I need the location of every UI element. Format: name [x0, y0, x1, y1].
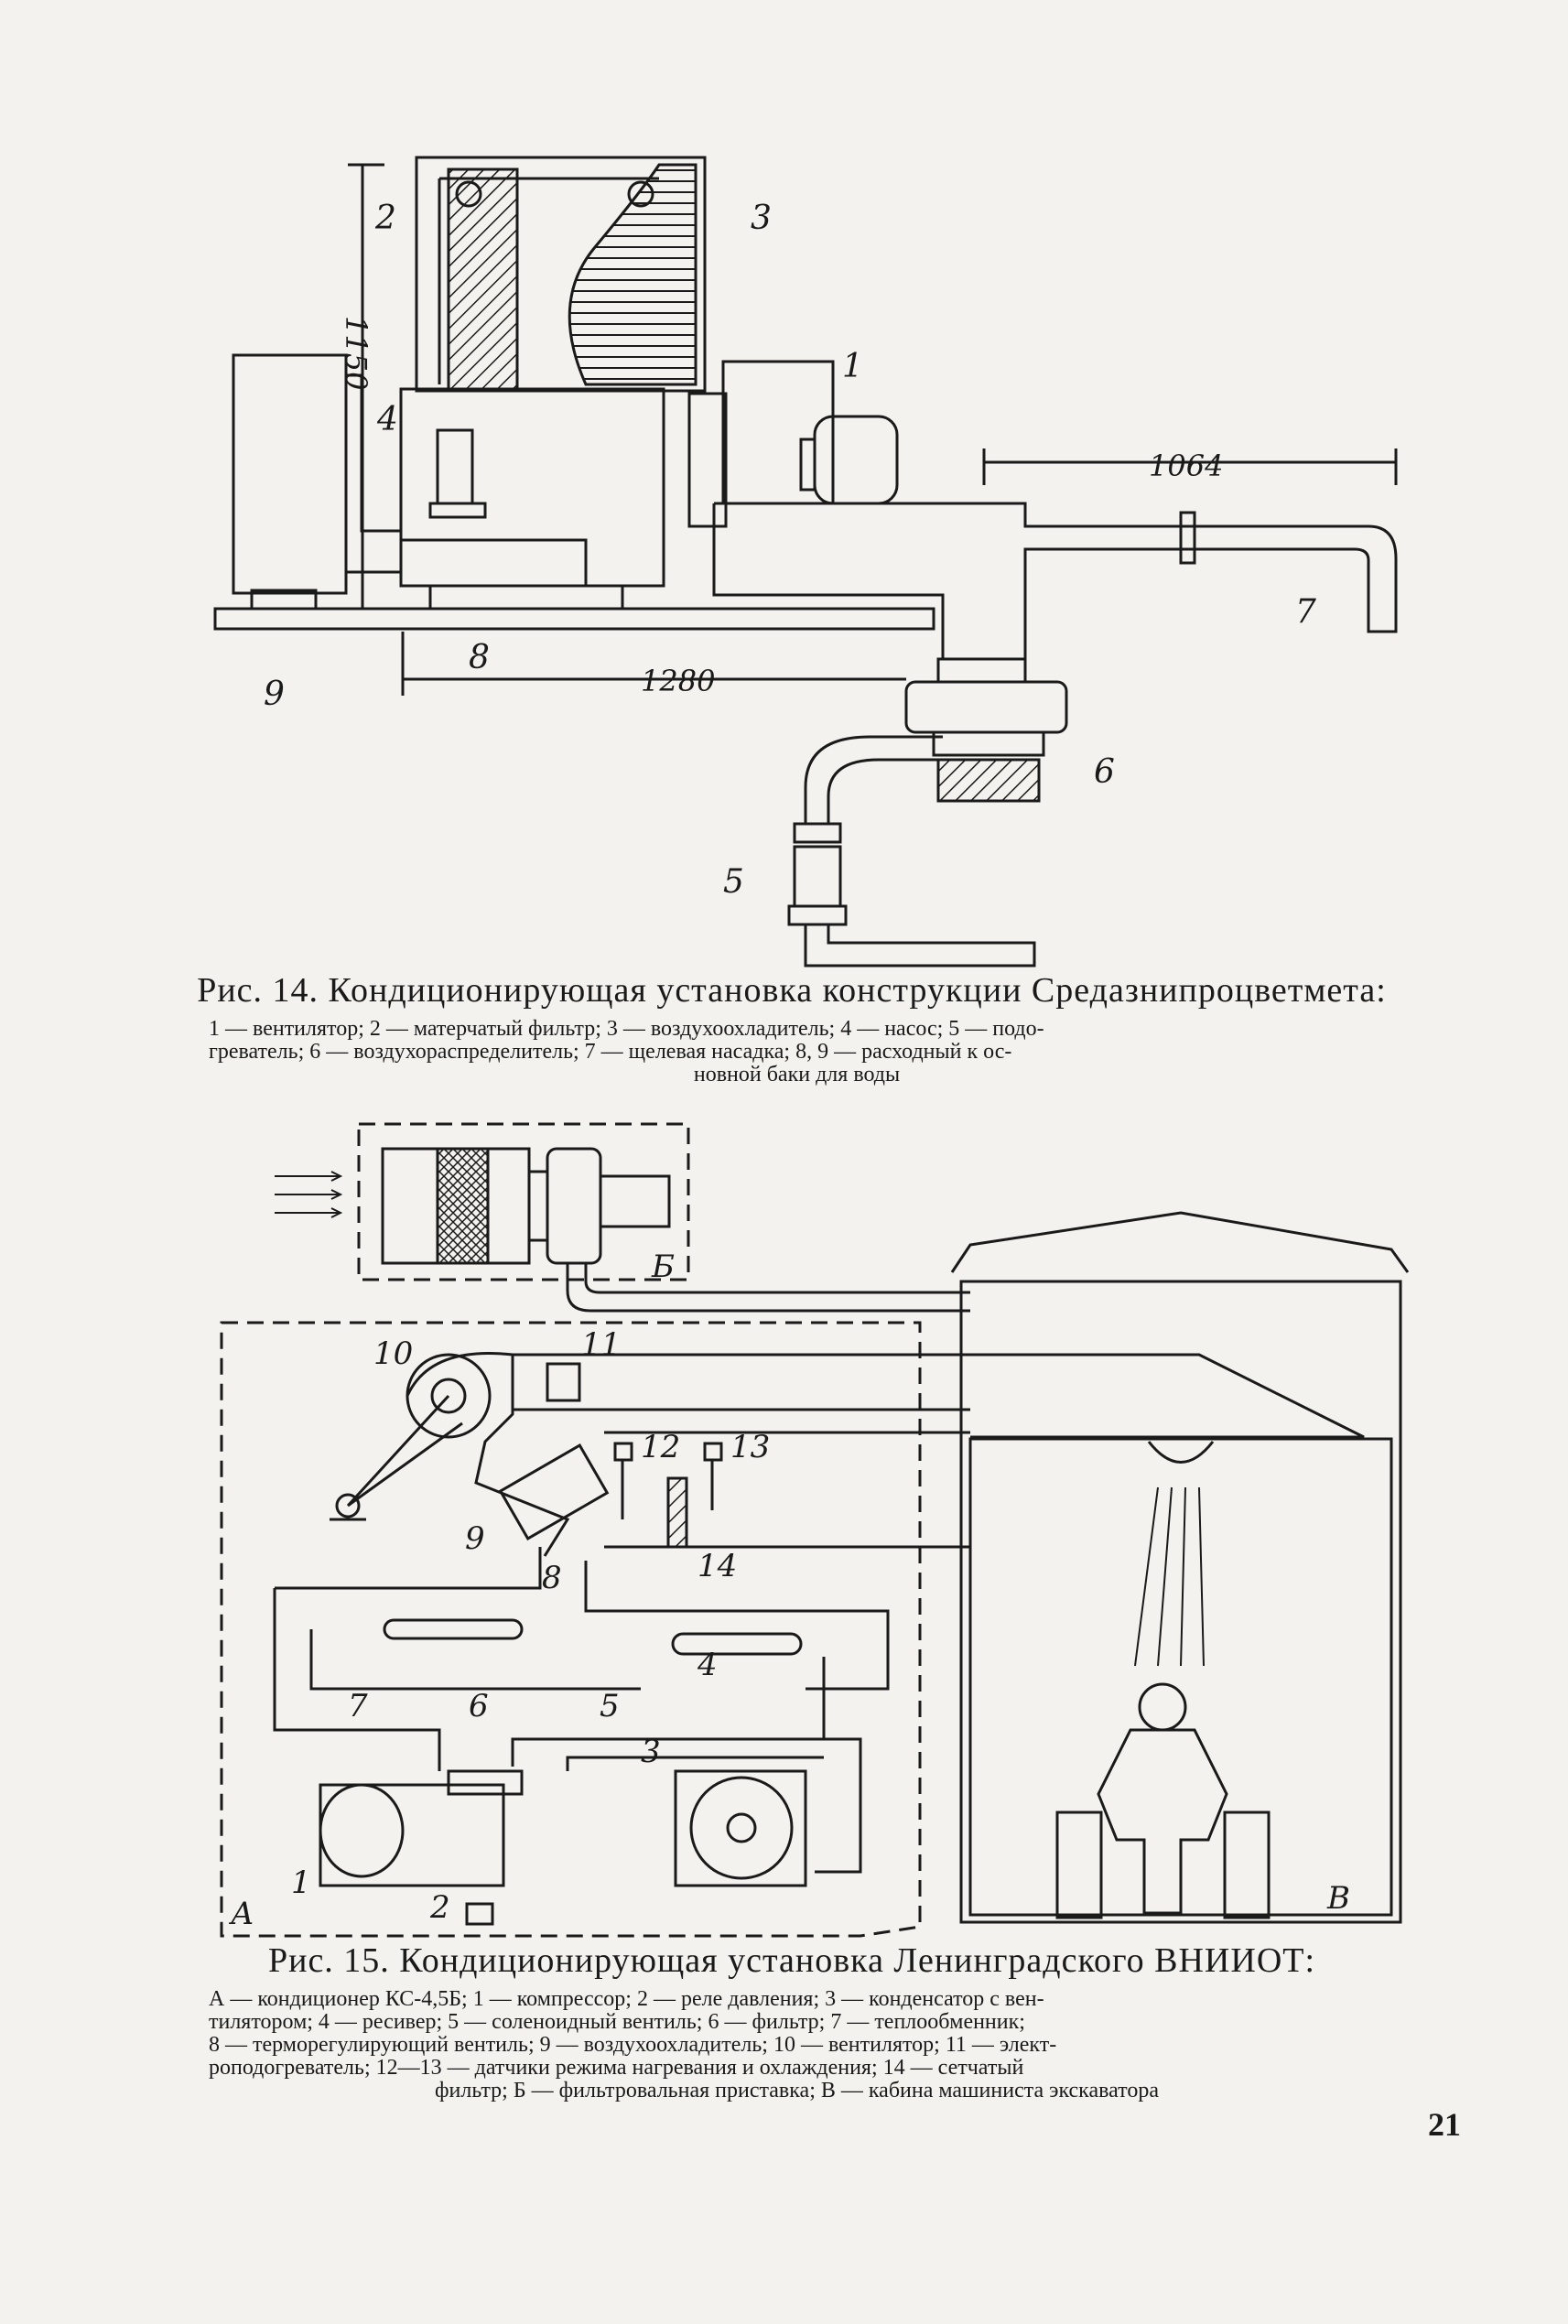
base-plate — [215, 609, 934, 629]
page-number: 21 — [1428, 2106, 1461, 2143]
fig14-label-2: 2 — [374, 200, 396, 237]
pressure-relay-2 — [467, 1904, 492, 1924]
fig14-label-3: 3 — [751, 200, 772, 237]
fan-10 — [330, 1353, 568, 1556]
lamp — [1149, 1442, 1213, 1463]
fig15-label-2: 2 — [429, 1889, 450, 1926]
fig15-label-1: 1 — [291, 1865, 311, 1901]
fig14-legend-line: новной баки для воды — [693, 1063, 901, 1086]
tank-9 — [233, 355, 346, 593]
light-cone — [1135, 1487, 1204, 1666]
fig15-label-7: 7 — [348, 1688, 368, 1724]
block-a-outline — [222, 1323, 920, 1936]
duct-b — [568, 1263, 970, 1311]
dim-1150: 1150 — [339, 316, 373, 390]
fig15-label-3: 3 — [641, 1734, 661, 1770]
fig15-label-5: 5 — [600, 1688, 620, 1724]
pump-4 — [430, 430, 485, 517]
duct — [714, 503, 1396, 659]
dim-1280: 1280 — [641, 664, 715, 698]
cooler-9 — [501, 1445, 608, 1539]
fig15-label-a: А — [229, 1896, 254, 1932]
fig15-legend-line: А — кондиционер КС-4,5Б; 1 — компрессор;… — [209, 1987, 1044, 2011]
fig14-label-6: 6 — [1094, 753, 1115, 791]
dim-1280-line — [403, 632, 906, 696]
refrigerant-circuit — [275, 1547, 888, 1872]
fig14-label-5: 5 — [723, 863, 744, 901]
fig15-legend-line: тилятором; 4 — ресивер; 5 — соленоидный … — [209, 2010, 1025, 2034]
fig15-legend: А — кондиционер КС-4,5Б; 1 — компрессор;… — [209, 1988, 1385, 2102]
fig14-label-1: 1 — [842, 348, 863, 385]
dim-1064-line — [984, 449, 1396, 485]
fig14-legend: 1 — вентилятор; 2 — матерчатый фильтр; 3… — [209, 1018, 1385, 1086]
fig14-legend-line: 1 — вентилятор; 2 — матерчатый фильтр; 3… — [209, 1017, 1044, 1041]
condenser-3 — [676, 1771, 806, 1886]
fig15-label-10: 10 — [373, 1335, 413, 1372]
block-b-outline — [359, 1124, 688, 1280]
fig14-legend-line: греватель; 6 — воздухораспределитель; 7 … — [209, 1040, 1012, 1064]
fig15-legend-line: роподогреватель; 12—13 — датчики режима … — [209, 2056, 1024, 2080]
fig14-title: Рис. 14. Кондиционирующая установка конс… — [197, 971, 1387, 1010]
block-b-filter — [383, 1149, 669, 1263]
filter-14 — [668, 1478, 687, 1547]
fig14-label-4: 4 — [376, 401, 398, 438]
fig15-label-4: 4 — [697, 1647, 718, 1683]
fig15-label-12: 12 — [641, 1429, 680, 1465]
dim-1064: 1064 — [1149, 449, 1223, 483]
tank-8-level — [401, 540, 586, 586]
air-duct — [513, 1355, 1364, 1547]
compressor-1 — [320, 1771, 522, 1886]
fig15-title: Рис. 15. Кондиционирующая установка Лени… — [267, 1941, 1316, 1980]
fig15-label-14: 14 — [697, 1548, 737, 1584]
tank-8 — [401, 389, 664, 586]
cooler-housing — [416, 157, 705, 391]
driver-figure — [1057, 1684, 1269, 1918]
heater-11 — [547, 1364, 579, 1400]
fig15-legend-line: фильтр; Б — фильтровальная приставка; В … — [435, 2079, 1159, 2102]
fig15-label-9: 9 — [465, 1520, 485, 1557]
intake-arrows — [275, 1172, 341, 1217]
fig14-label-9: 9 — [264, 676, 285, 713]
fig15-label-6: 6 — [469, 1688, 489, 1724]
fig15-label-13: 13 — [730, 1429, 770, 1465]
fig15-label-b: Б — [651, 1248, 675, 1285]
fig15-legend-line: 8 — терморегулирующий вентиль; 9 — возду… — [209, 2033, 1057, 2057]
fig15-label-11: 11 — [581, 1326, 621, 1363]
distributor-6 — [906, 659, 1066, 801]
fig15-label-8: 8 — [542, 1560, 562, 1596]
fig15-label-v: В — [1326, 1880, 1350, 1917]
fig14-label-8: 8 — [469, 639, 490, 676]
heater-5 — [789, 737, 1034, 966]
cabin-v — [952, 1213, 1408, 1922]
fig14-label-7: 7 — [1295, 593, 1316, 631]
